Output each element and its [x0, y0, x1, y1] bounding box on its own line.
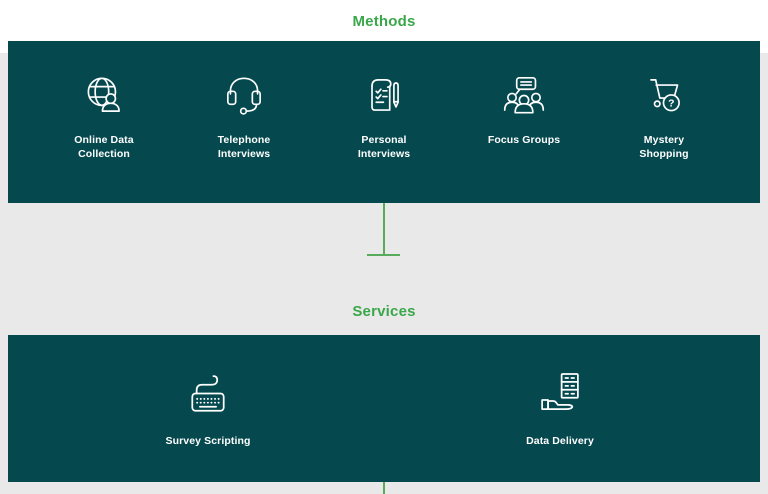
cart-question-icon: ?: [639, 71, 689, 121]
services-section-title: Services: [352, 303, 416, 320]
service-item-survey-scripting: Survey Scripting: [108, 368, 308, 482]
group-chat-icon: [499, 71, 549, 121]
method-item-online-data-collection: Online Data Collection: [34, 71, 174, 203]
keyboard-cable-icon: [182, 368, 234, 420]
checklist-pen-icon: [359, 71, 409, 121]
question-mark-glyph: ?: [668, 98, 674, 109]
method-label: Mystery Shopping: [639, 134, 689, 160]
globe-user-icon: [79, 71, 129, 121]
method-label: Personal Interviews: [357, 134, 411, 160]
method-label: Focus Groups: [487, 134, 561, 146]
server-hand-icon: [534, 368, 586, 420]
method-item-mystery-shopping: ? Mystery Shopping: [594, 71, 734, 203]
method-label: Online Data Collection: [74, 134, 134, 160]
method-label: Telephone Interviews: [217, 134, 271, 160]
headset-icon: [219, 71, 269, 121]
method-item-personal-interviews: Personal Interviews: [314, 71, 454, 203]
connector-line-crossbar: [367, 254, 400, 256]
methods-section-title: Methods: [352, 13, 416, 30]
service-item-data-delivery: Data Delivery: [460, 368, 660, 482]
service-label: Data Delivery: [526, 435, 594, 447]
service-label: Survey Scripting: [165, 435, 251, 447]
connector-line-bottom: [383, 482, 385, 494]
methods-panel: Online Data Collection Telephone Intervi…: [8, 41, 760, 203]
connector-line-vertical: [383, 203, 385, 255]
method-item-telephone-interviews: Telephone Interviews: [174, 71, 314, 203]
method-item-focus-groups: Focus Groups: [454, 71, 594, 203]
services-panel: Survey Scripting Data Delivery: [8, 335, 760, 482]
